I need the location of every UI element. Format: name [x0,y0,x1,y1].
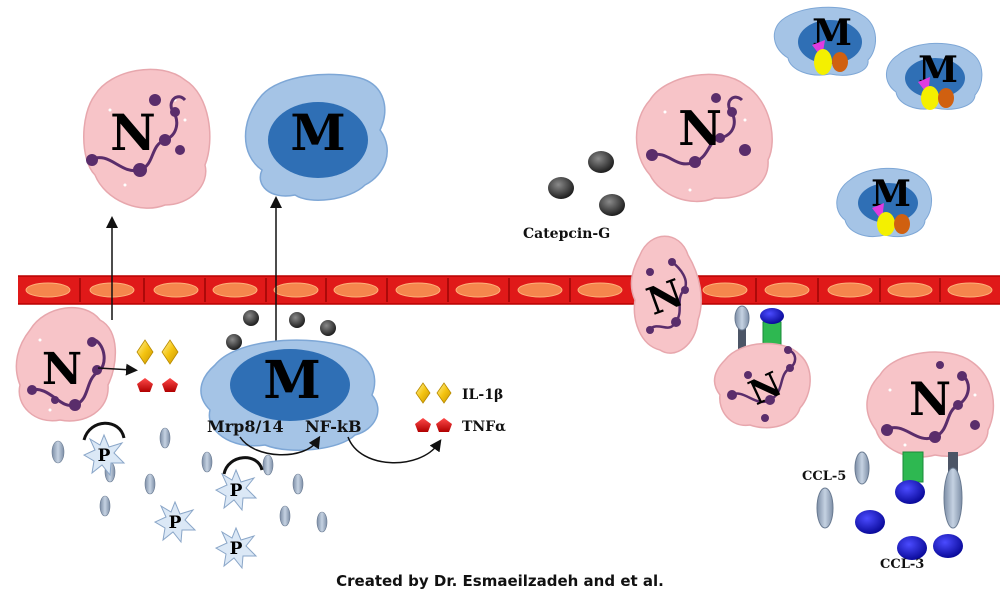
nfkb-label: NF-kB [305,417,362,436]
cathepsin-label: Catepcin-G [523,226,610,242]
ccl5-label: CCL-5 [802,469,846,484]
legend-il1b: IL-1β [415,382,503,404]
mrp-label: Mrp8/14 [207,417,284,436]
macrophage-letter: M [290,103,345,162]
phosphate-star: P [214,526,258,570]
il1b-cluster-left [136,339,179,365]
neutrophil-bottom-right: N [866,351,995,458]
figure-caption: Created by Dr. Esmaeilzadeh and et al. [336,572,664,590]
red-pentagon-icon [415,418,431,432]
neutrophil-letter: N [42,344,82,395]
macrophage-small-3: M [836,167,932,237]
legend-tnfa: TNFα [415,418,506,435]
legend-il1b-label: IL-1β [462,387,503,403]
svg-text:P: P [98,446,111,466]
neutrophil-lower-left: N [15,306,117,422]
neutrophil-upper-left: N [83,68,211,209]
neutrophil-upper-right: N [635,73,773,203]
phosphate-star: P [214,468,258,512]
neutrophil-letter: N [110,103,156,162]
macrophage-lower: M Mrp8/14 NF-kB [200,339,442,464]
neutrophil-adhered: N [713,342,811,429]
ccl-receptors [816,451,963,560]
legend-tnfa-label: TNFα [462,419,506,435]
yellow-diamond-icon [415,382,431,404]
macrophage-letter: M [263,350,321,411]
neutrophil-transmigrating: N [630,235,702,354]
blood-vessel [18,275,1000,305]
svg-text:P: P [230,481,243,501]
arrow-neutrophil-to-cytokines [97,363,138,376]
receptor-pair-1 [734,305,784,360]
cathepsin-granules-macrophage [226,310,336,350]
cathepsin-g-cluster [548,151,625,216]
phosphate-star: P [82,433,126,477]
phosphate-stars: P P P P [82,421,264,570]
macrophage-small-1: M [773,6,876,76]
tnfa-cluster-left [137,378,178,392]
phosphate-star: P [153,500,197,544]
macrophage-small-2: M [886,42,983,110]
neutrophil-letter: N [909,372,951,426]
svg-text:P: P [169,513,182,533]
macrophage-upper: M [244,73,388,201]
ccl3-label: CCL-3 [880,557,924,572]
svg-text:P: P [230,539,243,559]
neutrophil-letter: N [678,101,722,157]
